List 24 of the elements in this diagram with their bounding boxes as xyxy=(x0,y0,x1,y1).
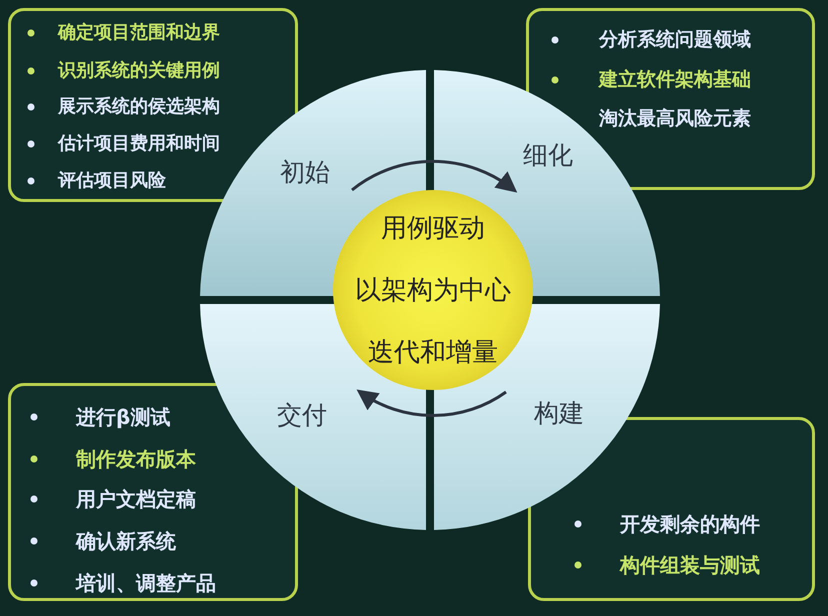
phase-label: 初始 xyxy=(280,156,330,188)
phase-label: 构建 xyxy=(534,398,584,430)
principle-text: 用例驱动 xyxy=(380,212,486,246)
phase-label: 细化 xyxy=(523,140,573,172)
task-text: 构件组装与测试 xyxy=(620,555,760,575)
task-text: 用户文档定稿 xyxy=(76,489,196,509)
task-text: 制作发布版本 xyxy=(76,449,196,469)
task-text: 开发剩余的构件 xyxy=(620,514,760,534)
cycle-arrow xyxy=(351,160,518,192)
task-text: 确定项目范围和边界 xyxy=(58,24,220,42)
principle-text: 以架构为中心 xyxy=(354,274,512,308)
task-text: 展示系统的侯选架构 xyxy=(58,98,220,116)
task-text: 进行β测试 xyxy=(76,407,170,427)
task-text: 确认新系统 xyxy=(76,531,176,551)
task-text: 识别系统的关键用例 xyxy=(58,62,220,80)
task-text: 评估项目风险 xyxy=(58,172,166,190)
task-text: 估计项目费用和时间 xyxy=(58,135,220,153)
task-text: 淘汰最高风险元素 xyxy=(599,110,751,128)
task-text: 分析系统问题领域 xyxy=(599,30,751,50)
task-text: 建立软件架构基础 xyxy=(599,70,751,90)
cycle-arrow xyxy=(356,390,507,417)
principle-text: 迭代和增量 xyxy=(367,336,499,370)
phase-label: 交付 xyxy=(277,400,327,432)
task-text: 培训、调整产品 xyxy=(76,573,216,593)
